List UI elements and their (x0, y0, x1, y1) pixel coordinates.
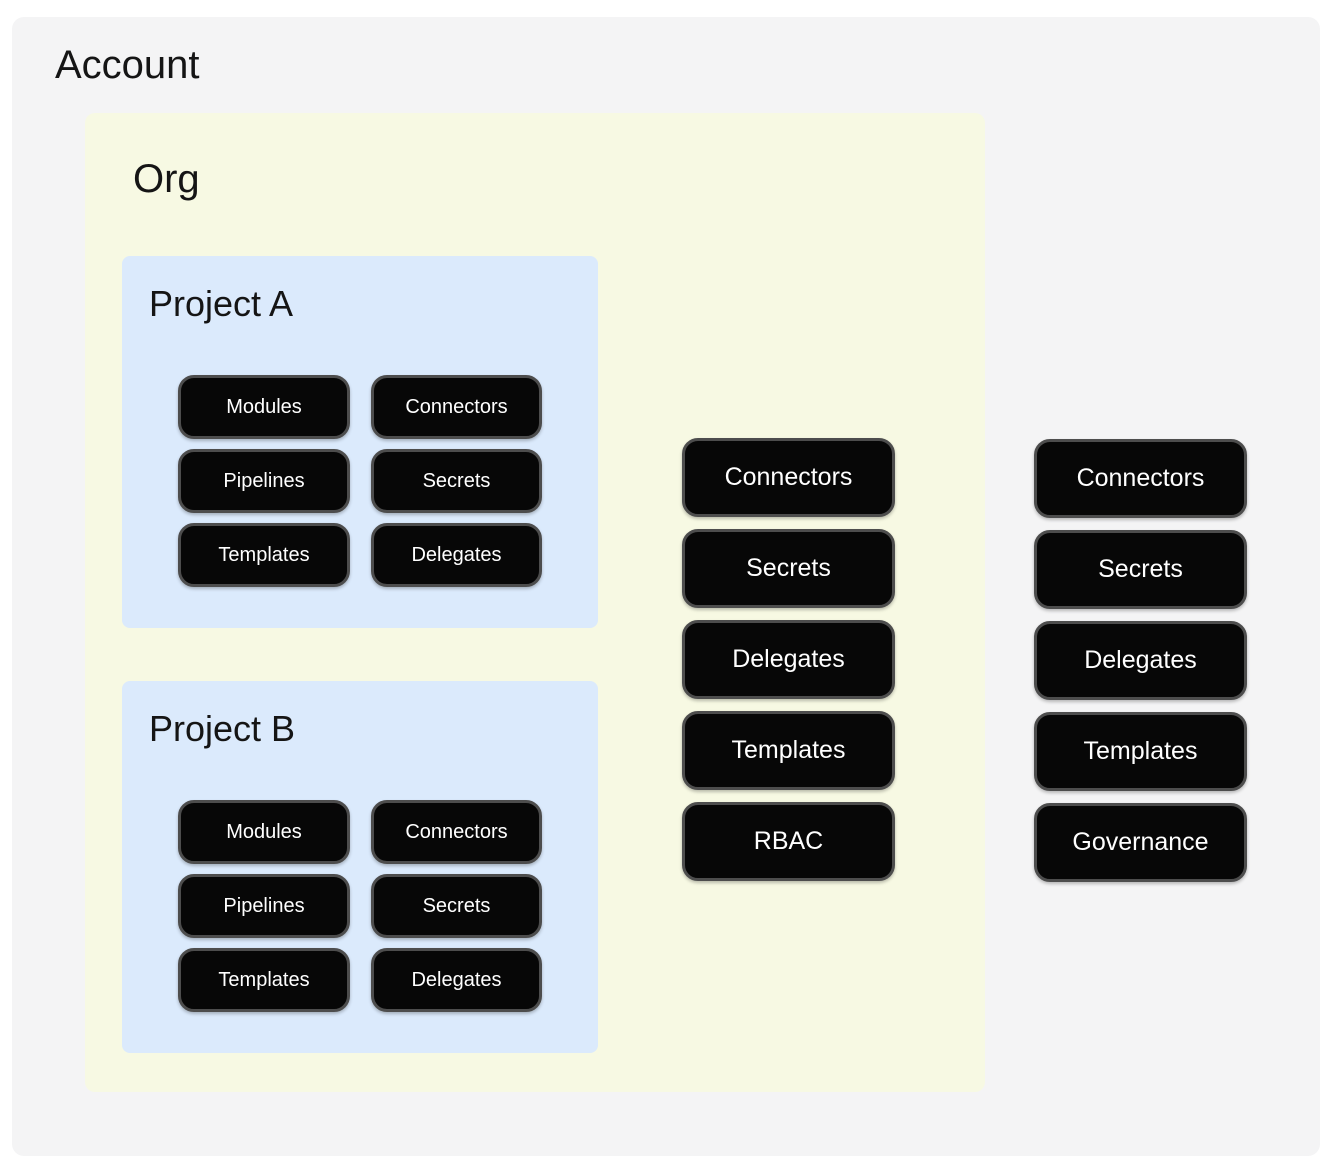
project-a-title: Project A (149, 283, 294, 324)
account-pill-column: Connectors Secrets Delegates Templates G… (1034, 439, 1247, 882)
project-b-templates-pill: Templates (178, 948, 350, 1012)
org-secrets-pill: Secrets (682, 529, 895, 608)
account-templates-pill: Templates (1034, 712, 1247, 791)
project-a-pill-grid: Modules Connectors Pipelines Secrets Tem… (178, 375, 542, 587)
project-a-delegates-pill: Delegates (371, 523, 542, 587)
project-b-container: Project B Modules Connectors Pipelines S… (122, 681, 598, 1053)
project-b-secrets-pill: Secrets (371, 874, 542, 938)
project-b-pipelines-pill: Pipelines (178, 874, 350, 938)
project-b-modules-pill: Modules (178, 800, 350, 864)
project-b-pill-grid: Modules Connectors Pipelines Secrets Tem… (178, 800, 542, 1012)
project-a-modules-pill: Modules (178, 375, 350, 439)
org-connectors-pill: Connectors (682, 438, 895, 517)
project-a-secrets-pill: Secrets (371, 449, 542, 513)
org-pill-column: Connectors Secrets Delegates Templates R… (682, 438, 895, 881)
account-container: Account Org Project A Modules Connectors… (12, 17, 1320, 1156)
account-connectors-pill: Connectors (1034, 439, 1247, 518)
project-a-container: Project A Modules Connectors Pipelines S… (122, 256, 598, 628)
org-title: Org (133, 157, 200, 201)
account-governance-pill: Governance (1034, 803, 1247, 882)
org-container: Org Project A Modules Connectors Pipelin… (85, 113, 985, 1092)
project-a-connectors-pill: Connectors (371, 375, 542, 439)
project-b-delegates-pill: Delegates (371, 948, 542, 1012)
project-a-pipelines-pill: Pipelines (178, 449, 350, 513)
account-title: Account (55, 43, 200, 87)
org-delegates-pill: Delegates (682, 620, 895, 699)
org-rbac-pill: RBAC (682, 802, 895, 881)
project-b-title: Project B (149, 708, 296, 749)
org-templates-pill: Templates (682, 711, 895, 790)
project-a-templates-pill: Templates (178, 523, 350, 587)
account-secrets-pill: Secrets (1034, 530, 1247, 609)
account-delegates-pill: Delegates (1034, 621, 1247, 700)
project-b-connectors-pill: Connectors (371, 800, 542, 864)
